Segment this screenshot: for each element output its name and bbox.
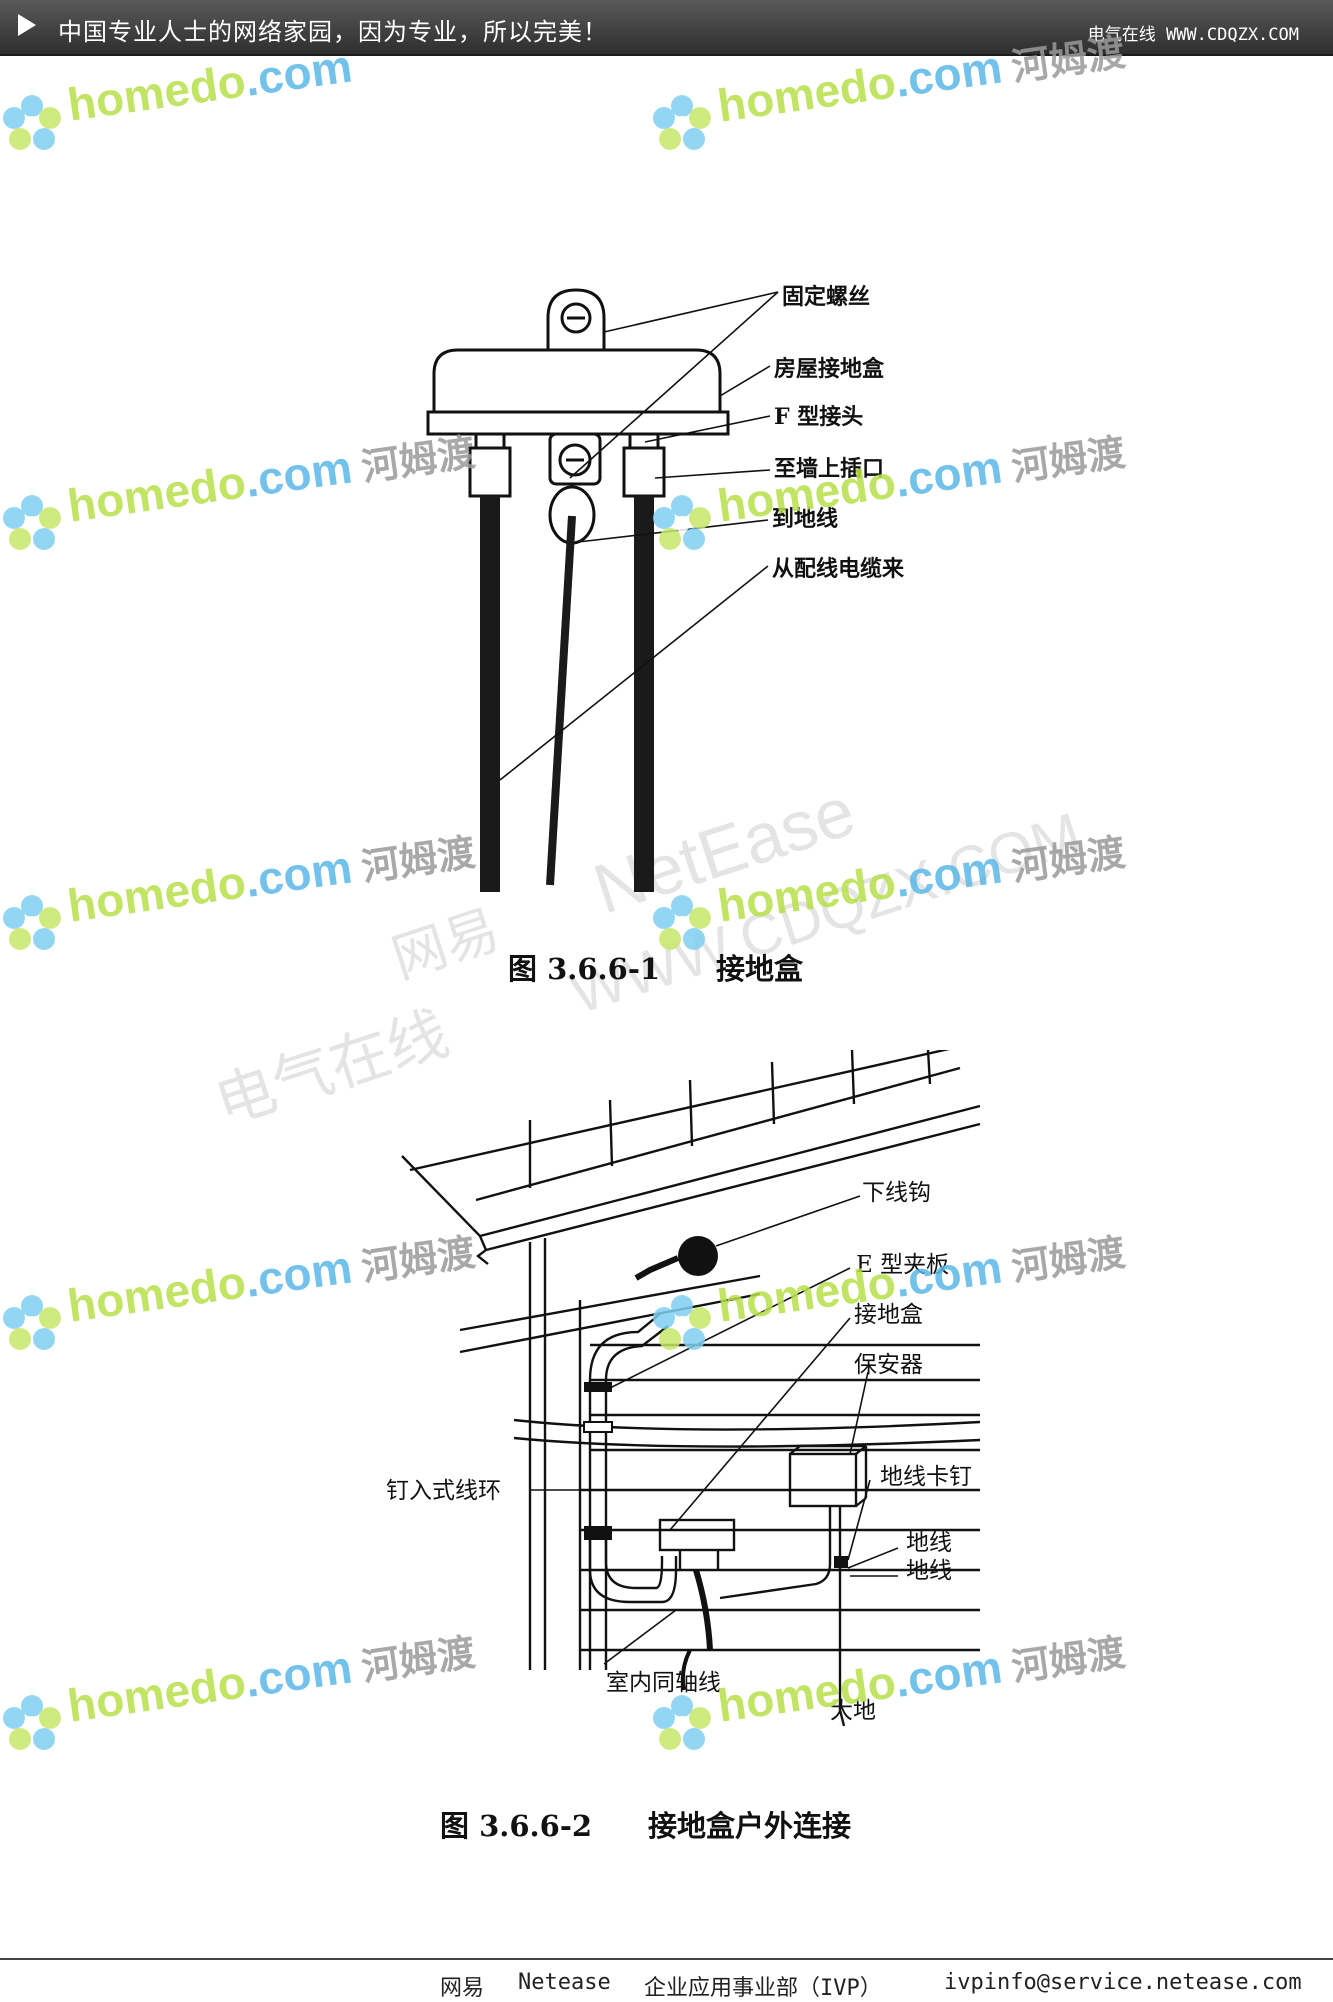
homedo-watermark: homedo.com河姆渡 bbox=[650, 1230, 1130, 1358]
label-e-clamp: E 型夹板 bbox=[856, 1252, 949, 1278]
homedo-brand-text: homedo bbox=[64, 855, 249, 932]
homedo-cn-text: 河姆渡 bbox=[1008, 1630, 1128, 1690]
drop-hook bbox=[678, 1236, 718, 1276]
figure1-caption-title: 接地盒 bbox=[716, 952, 804, 986]
homedo-cn-text: 河姆渡 bbox=[1008, 1230, 1128, 1290]
slogan: 中国专业人士的网络家园，因为专业，所以完美！ bbox=[58, 18, 608, 46]
homedo-brand-text: homedo bbox=[64, 54, 249, 131]
footer-org: 网易 bbox=[440, 1976, 485, 2001]
homedo-brand-text: homedo bbox=[64, 1255, 249, 1332]
homedo-brand-text: homedo bbox=[714, 55, 899, 132]
homedo-cn-text: 河姆渡 bbox=[1008, 30, 1128, 90]
flower-icon bbox=[3, 95, 61, 150]
label-ground-clip-nail: 地线卡钉 bbox=[880, 1464, 972, 1490]
homedo-cn-text: 河姆渡 bbox=[1008, 430, 1128, 490]
homedo-cn-text: 河姆渡 bbox=[358, 1230, 478, 1290]
flower-icon bbox=[653, 495, 711, 550]
homedo-watermark: homedo.com河姆渡 bbox=[650, 1630, 1130, 1758]
footer-org-en: Netease bbox=[518, 1970, 611, 1995]
homedo-domain-text: .com bbox=[241, 440, 356, 507]
homedo-domain-text: .com bbox=[241, 1640, 356, 1707]
homedo-cn-text: 河姆渡 bbox=[358, 830, 478, 890]
flower-icon bbox=[3, 1295, 61, 1350]
label-drive-ring: 钉入式线环 bbox=[386, 1478, 501, 1504]
play-icon[interactable] bbox=[18, 14, 36, 36]
figure-outdoor-connection: 下线钩 E 型夹板 接地盒 保安器 地线卡钉 地线 地线 钉入式线环 室内同轴线… bbox=[380, 1040, 1000, 1734]
label-house-grounding-box: 房屋接地盒 bbox=[774, 356, 885, 382]
homedo-watermark: homedo.com河姆渡 bbox=[0, 830, 480, 958]
homedo-domain-text: .com bbox=[891, 1640, 1006, 1707]
flower-icon bbox=[3, 495, 61, 550]
label-to-wall-outlet: 至墙上插口 bbox=[774, 456, 884, 482]
homedo-domain-text: .com bbox=[891, 1240, 1006, 1307]
homedo-cn-text: 河姆渡 bbox=[1008, 830, 1128, 890]
label-ground-wire-1: 地线 bbox=[906, 1530, 952, 1556]
label-fixing-screw: 固定螺丝 bbox=[782, 284, 870, 310]
label-to-ground-wire: 到地线 bbox=[772, 506, 838, 532]
figure2-caption-number: 图 3.6.6-2 bbox=[440, 1809, 593, 1843]
label-f-connector: F 型接头 bbox=[774, 404, 863, 430]
homedo-brand-text: homedo bbox=[64, 1655, 249, 1732]
homedo-domain-text: .com bbox=[891, 440, 1006, 507]
footer: 网易 Netease 企业应用事业部（IVP） ivpinfo@service.… bbox=[0, 1958, 1333, 2002]
flower-icon bbox=[653, 895, 711, 950]
homedo-cn-text: 河姆渡 bbox=[358, 430, 478, 490]
homedo-domain-text: .com bbox=[891, 840, 1006, 907]
label-from-distribution-cable: 从配线电缆来 bbox=[772, 556, 905, 582]
homedo-watermark: homedo.com河姆渡 bbox=[0, 1630, 480, 1758]
homedo-cn-text: 河姆渡 bbox=[358, 1630, 478, 1690]
flower-icon bbox=[653, 1695, 711, 1750]
homedo-watermark: homedo.com河姆渡 bbox=[0, 430, 480, 558]
footer-email[interactable]: ivpinfo@service.netease.com bbox=[944, 1970, 1302, 1995]
label-ground-wire-2: 地线 bbox=[906, 1558, 952, 1584]
homedo-domain-text: .com bbox=[891, 40, 1006, 107]
homedo-watermark: homedo.com河姆渡 bbox=[650, 830, 1130, 958]
label-grounding-box: 接地盒 bbox=[854, 1302, 923, 1328]
label-protector: 保安器 bbox=[854, 1352, 923, 1378]
top-bar: 中国专业人士的网络家园，因为专业，所以完美！ 电气在线 WWW.CDQZX.CO… bbox=[0, 0, 1333, 56]
homedo-watermark: homedo.com河姆渡 bbox=[650, 430, 1130, 558]
left-cable bbox=[480, 496, 500, 892]
footer-department: 企业应用事业部（IVP） bbox=[644, 1976, 882, 2001]
outdoor-connection-drawing: 下线钩 E 型夹板 接地盒 保安器 地线卡钉 地线 地线 钉入式线环 室内同轴线… bbox=[386, 1040, 981, 1727]
flower-icon bbox=[3, 1695, 61, 1750]
figure-grounding-box: 固定螺丝 房屋接地盒 F 型接头 至墙上插口 到地线 从配线电缆来 bbox=[400, 280, 960, 904]
grounding-box-drawing: 固定螺丝 房屋接地盒 F 型接头 至墙上插口 到地线 从配线电缆来 bbox=[426, 284, 905, 892]
ground-wire bbox=[546, 515, 576, 886]
figure2-caption-title: 接地盒户外连接 bbox=[648, 1809, 852, 1843]
homedo-brand-text: homedo bbox=[64, 455, 249, 532]
site-name: 电气在线 WWW.CDQZX.COM bbox=[1087, 25, 1299, 45]
label-indoor-coax: 室内同轴线 bbox=[606, 1670, 721, 1696]
homedo-watermark: homedo.com河姆渡 bbox=[650, 30, 1130, 158]
homedo-domain-text: .com bbox=[241, 840, 356, 907]
homedo-domain-text: .com bbox=[241, 1240, 356, 1307]
label-drop-hook: 下线钩 bbox=[862, 1180, 931, 1206]
flower-icon bbox=[653, 95, 711, 150]
homedo-watermark: homedo.com河姆渡 bbox=[0, 1230, 480, 1358]
flower-icon bbox=[3, 895, 61, 950]
flower-icon bbox=[653, 1295, 711, 1350]
figure1-caption-number: 图 3.6.6-1 bbox=[508, 952, 661, 986]
right-cable bbox=[634, 496, 654, 892]
homedo-watermark: homedo.com bbox=[0, 39, 480, 158]
label-earth: 大地 bbox=[830, 1698, 876, 1724]
